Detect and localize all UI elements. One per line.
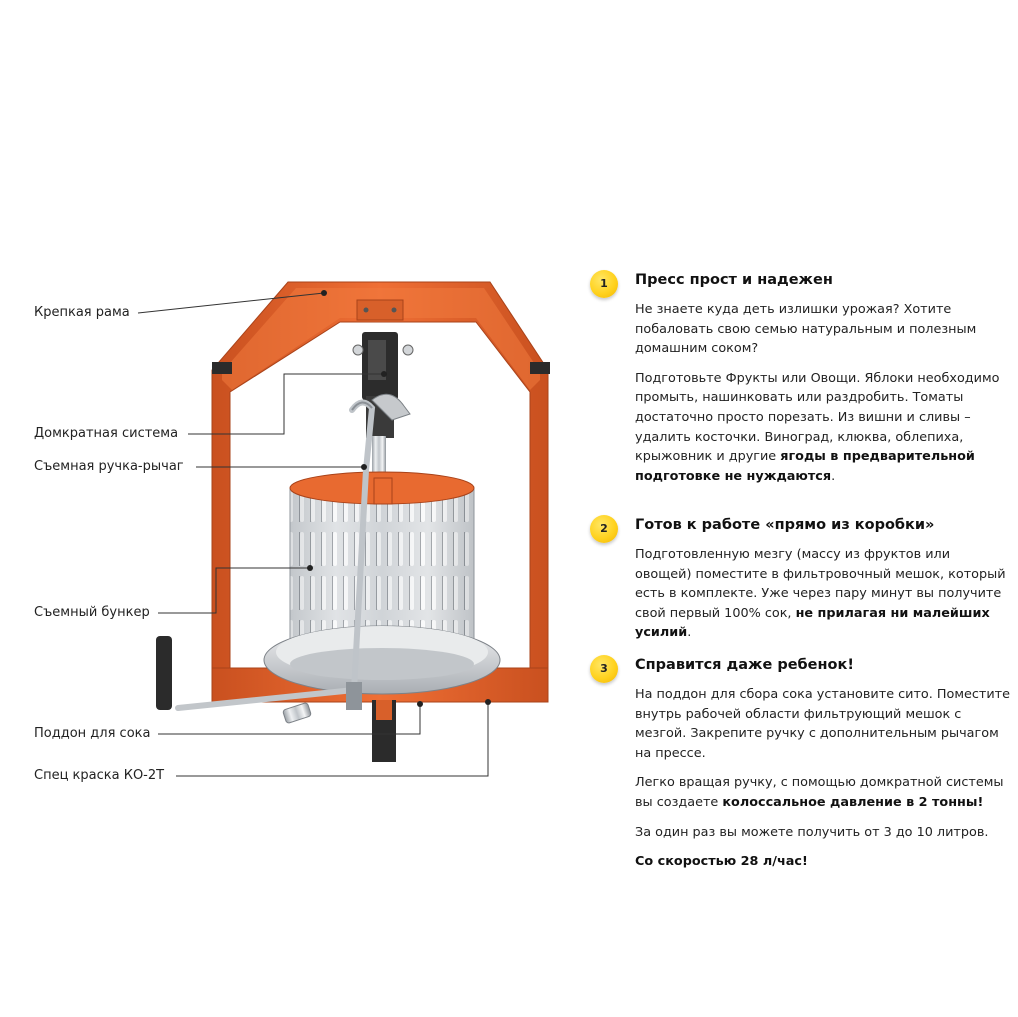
paragraph-text: . — [831, 468, 836, 484]
callout-frame: Крепкая рама — [34, 305, 130, 320]
paragraph-text: Подготовьте Фрукты или Овощи. Яблоки нео… — [635, 370, 1000, 465]
jack-mechanism — [352, 332, 414, 480]
feature-body: На поддон для сбора сока установите сито… — [635, 685, 1010, 882]
callout-hopper: Съемный бункер — [34, 605, 150, 620]
feature-paragraph: На поддон для сбора сока установите сито… — [635, 687, 1011, 761]
frame-leader-line — [137, 292, 325, 314]
feature-body: Не знаете куда деть излишки урожая? Хоти… — [635, 300, 1010, 496]
juice-tray — [263, 625, 501, 724]
jack-leader-dot — [381, 371, 387, 377]
lever-handle — [156, 399, 376, 711]
number-badge-icon: 2 — [590, 515, 618, 543]
frame-leader-dot — [321, 290, 327, 296]
feature-paragraph: Легко вращая ручку, с помощью домкратной… — [635, 773, 1010, 812]
number-badge-icon: 1 — [590, 270, 618, 298]
feature-paragraph: За один раз вы можете получить от 3 до 1… — [635, 824, 989, 840]
hopper-leader-line — [158, 567, 310, 614]
feature-paragraph: Со скоростью 28 л/час! — [635, 852, 1010, 872]
paragraph-emphasis: не прилагая ни малейших усилий — [635, 605, 990, 641]
callout-jack: Домкратная система — [34, 426, 179, 441]
paint-leader-dot — [485, 699, 491, 705]
tray-leader-line — [158, 704, 421, 735]
paragraph-text: . — [687, 625, 692, 641]
hopper-leader-dot — [307, 565, 313, 571]
feature-paragraph: Не знаете куда деть излишки урожая? Хоти… — [635, 302, 977, 357]
feature-paragraph: Подготовленную мезгу (массу из фруктов и… — [635, 545, 1010, 643]
paragraph-emphasis: ягоды в предварительной подготовке не ну… — [635, 449, 975, 484]
callout-paint: Спец краска КО-2Т — [34, 768, 165, 783]
press-illustration — [137, 281, 550, 777]
paint-leader-line — [176, 702, 489, 777]
paragraph-emphasis: колоссальное давление в 2 тонны! — [722, 794, 984, 810]
paragraph-emphasis: Со скоростью 28 л/час! — [635, 854, 808, 870]
paragraph-text: Подготовленную мезгу (массу из фруктов и… — [635, 547, 1006, 621]
jack-leader-line — [188, 373, 384, 435]
feature-body: Подготовленную мезгу (массу из фруктов и… — [635, 545, 1010, 653]
feature-title: Готов к работе «прямо из коробки» — [635, 517, 935, 533]
tray-leader-dot — [417, 701, 423, 707]
feature-title: Пресс прост и надежен — [635, 272, 833, 288]
handle-leader-dot — [361, 464, 367, 470]
number-badge-icon: 3 — [590, 655, 618, 683]
feature-title: Справится даже ребенок! — [635, 657, 854, 673]
callout-handle: Съемная ручка-рычаг — [34, 459, 184, 474]
paragraph-text: Легко вращая ручку, с помощью домкратной… — [635, 775, 1004, 810]
callout-tray: Поддон для сока — [34, 726, 151, 741]
feature-paragraph: Подготовьте Фрукты или Овощи. Яблоки нео… — [635, 369, 1010, 487]
